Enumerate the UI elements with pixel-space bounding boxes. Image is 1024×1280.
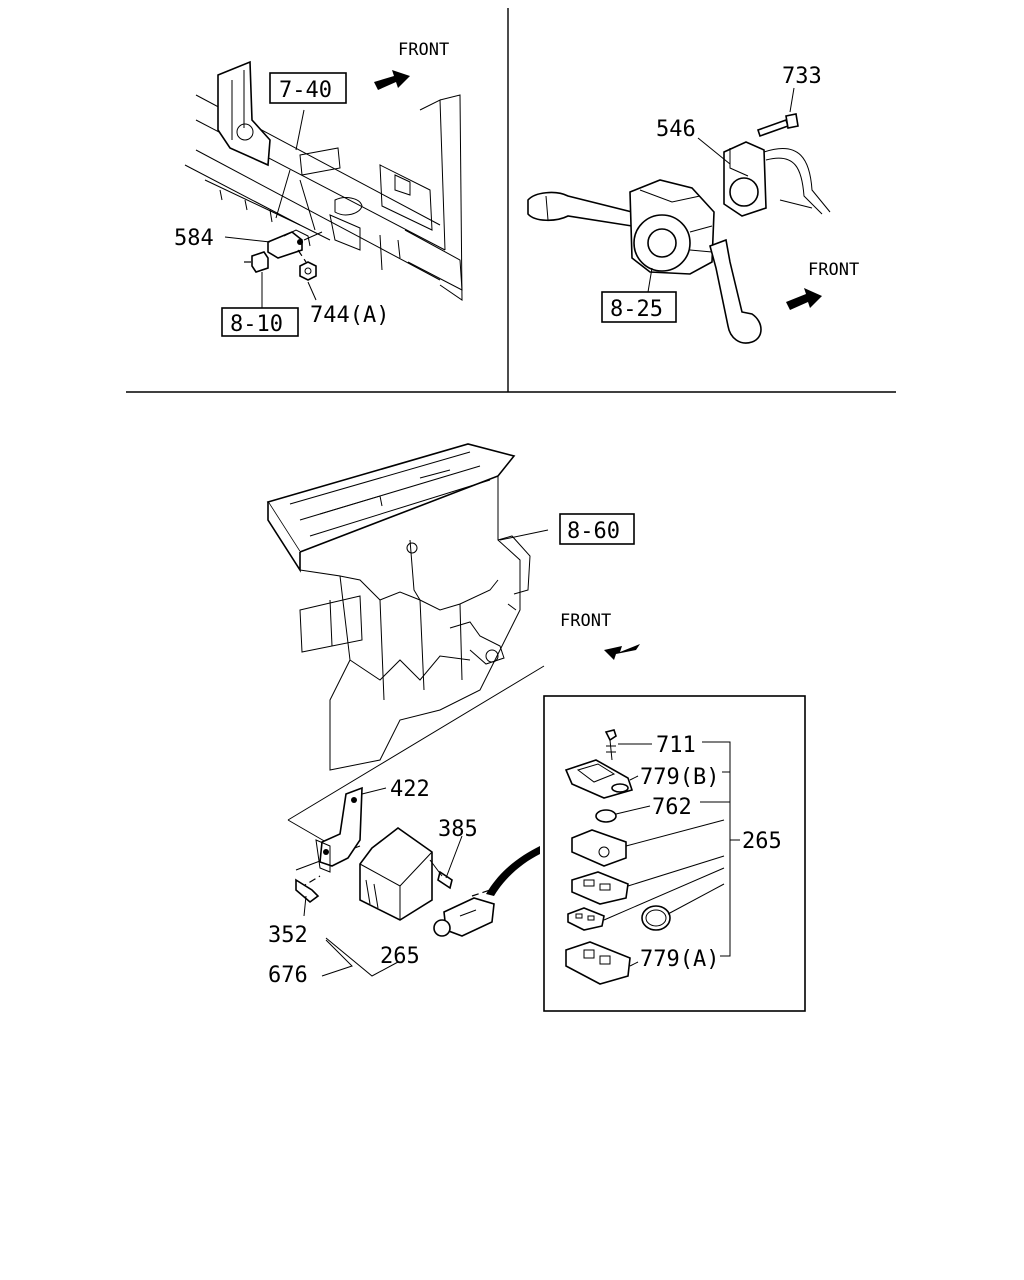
bolt-385 (437, 870, 453, 890)
part-744a: 744(A) (310, 303, 389, 328)
ref-box-8-60 (559, 513, 635, 545)
part-584: 584 (174, 226, 214, 251)
front-arrow-icon (604, 644, 640, 660)
callout-swoosh (486, 846, 540, 896)
ref-box-8-25 (601, 291, 677, 323)
ref-7-40: 7-40 (279, 78, 332, 103)
front-arrow-icon (374, 70, 410, 90)
part-711: 711 (656, 733, 696, 758)
ref-8-60: 8-60 (567, 519, 620, 544)
front-label-top-left: FRONT (398, 40, 449, 60)
control-unit (359, 827, 433, 921)
ref-box-7-40 (269, 72, 347, 104)
ref-8-25: 8-25 (610, 297, 663, 322)
part-779a: 779(A) (640, 947, 719, 972)
front-label-top-right: FRONT (808, 260, 859, 280)
front-label-bottom: FRONT (560, 611, 611, 631)
bolt-352 (295, 878, 320, 904)
part-779b: 779(B) (640, 765, 719, 790)
part-265: 265 (380, 944, 420, 969)
heater-unit-assembly (266, 443, 549, 771)
part-265-inset: 265 (742, 829, 782, 854)
key-fob (433, 897, 495, 937)
part-733: 733 (782, 64, 822, 89)
part-352: 352 (268, 923, 308, 948)
ref-box-8-10 (221, 307, 299, 337)
combination-switch-panel (527, 87, 831, 344)
part-762: 762 (652, 795, 692, 820)
crossmember-panel (184, 60, 463, 308)
part-422: 422 (390, 777, 430, 802)
part-546: 546 (656, 117, 696, 142)
key-fob-parts (564, 729, 671, 985)
front-arrow-icon (786, 288, 822, 310)
ref-8-10: 8-10 (230, 312, 283, 337)
part-676: 676 (268, 963, 308, 988)
part-385: 385 (438, 817, 478, 842)
bracket-422 (315, 786, 363, 873)
